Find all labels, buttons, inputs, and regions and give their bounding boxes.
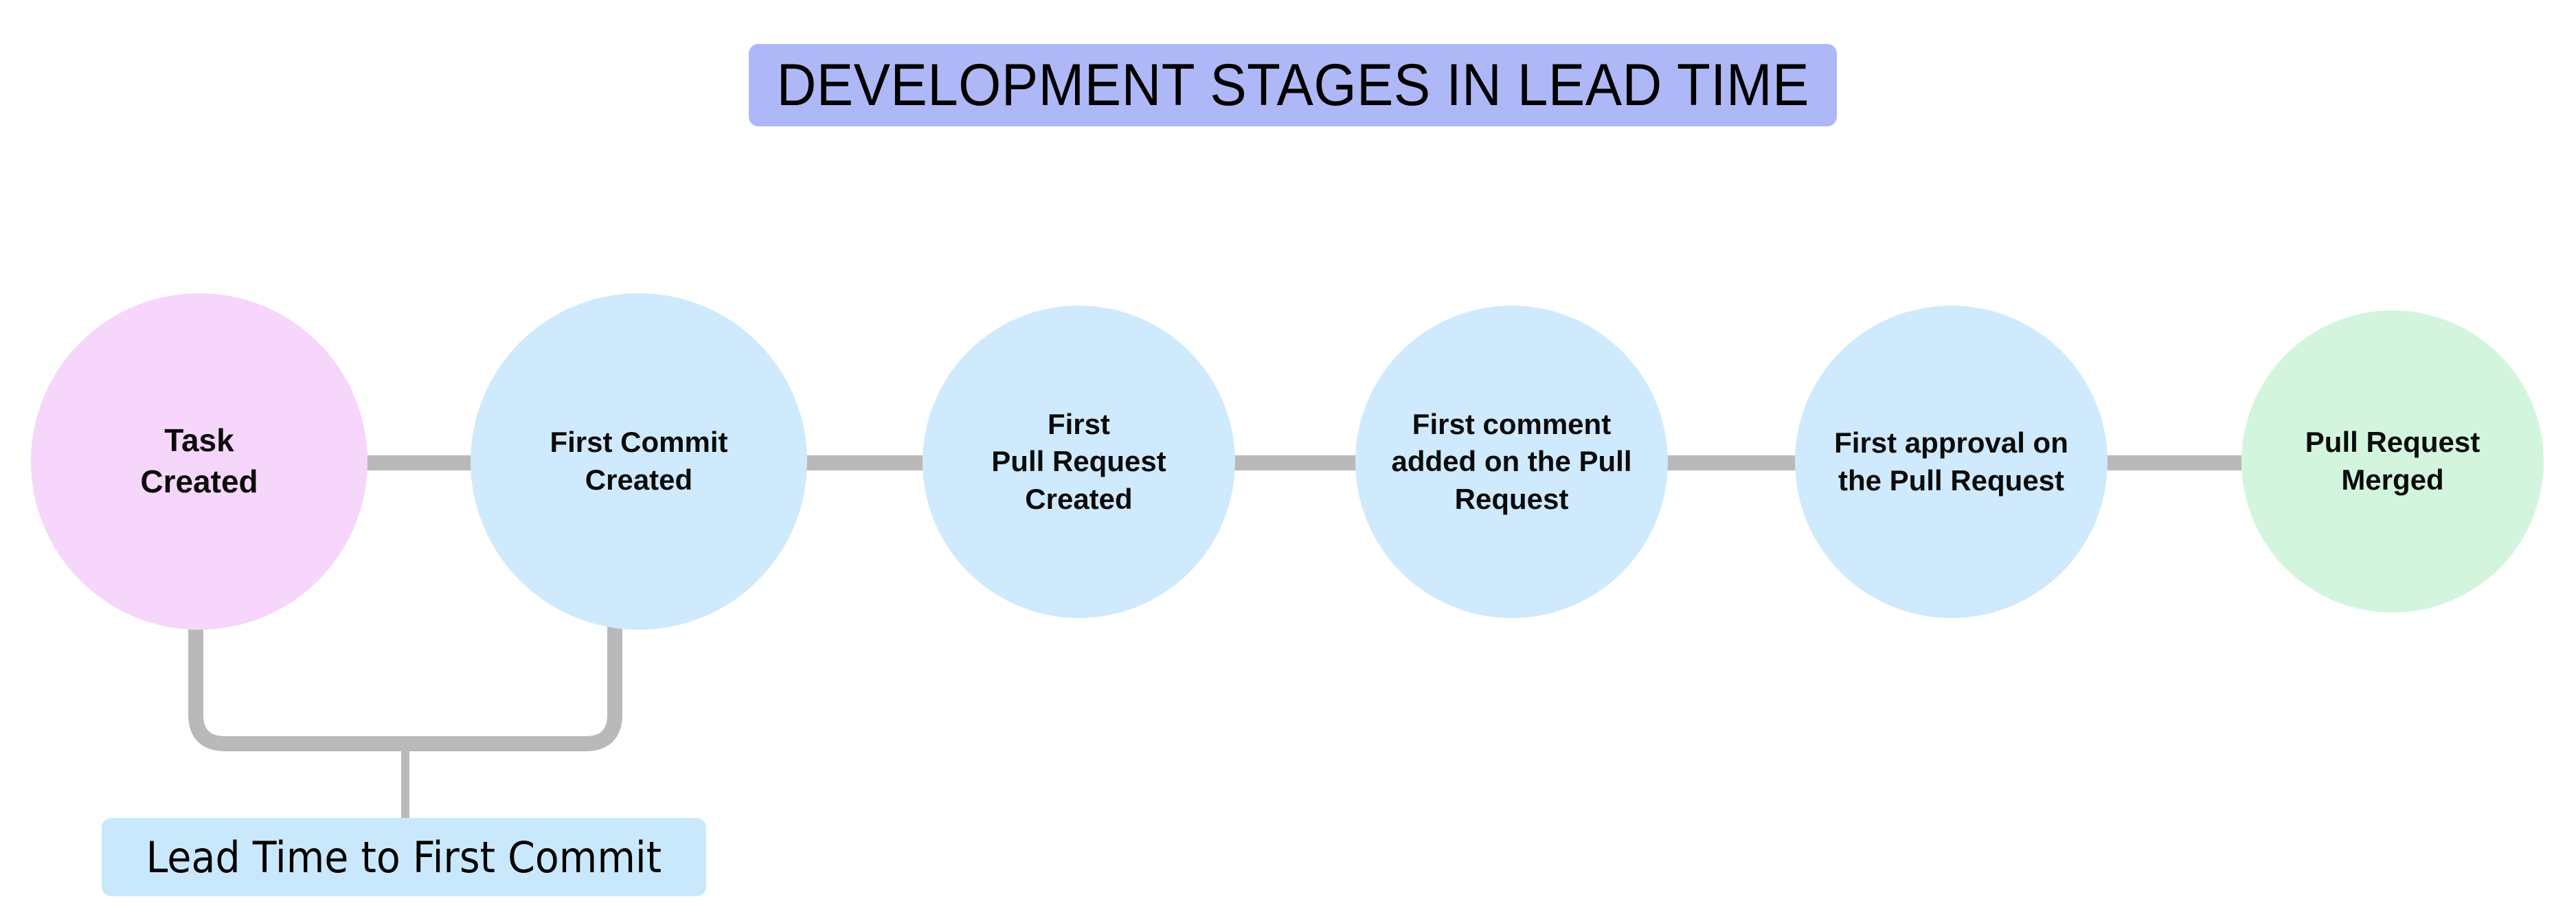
connector-first-approval-to-pull-request-merged (2101, 455, 2241, 470)
page-title: DEVELOPMENT STAGES IN LEAD TIME (776, 52, 1809, 118)
node-first-pull-request-created[interactable]: First Pull Request Created (923, 306, 1235, 618)
annotation-lead-time-to-first-commit[interactable]: Lead Time to First Commit (102, 818, 706, 896)
node-first-approval[interactable]: First approval on the Pull Request (1795, 306, 2108, 618)
lead-time-bracket (188, 604, 622, 818)
connector-first-commit-to-first-pull-request (800, 455, 927, 470)
node-label-first-pull-request-created: First Pull Request Created (991, 407, 1166, 515)
node-label-first-approval: First approval on the Pull Request (1834, 426, 2068, 497)
connector-first-comment-to-first-approval (1662, 455, 1796, 470)
annotation-label: Lead Time to First Commit (146, 832, 662, 882)
node-first-commit-created[interactable]: First Commit Created (471, 293, 807, 630)
node-pull-request-merged[interactable]: Pull Request Merged (2241, 310, 2544, 613)
node-label-pull-request-merged: Pull Request Merged (2305, 426, 2481, 496)
node-label-first-commit-created: First Commit Created (550, 426, 728, 496)
connector-task-created-to-first-commit (357, 455, 481, 470)
connector-first-pull-request-to-first-comment (1228, 455, 1359, 470)
node-label-first-comment-added: First comment added on the Pull Request (1391, 407, 1632, 515)
node-first-comment-added[interactable]: First comment added on the Pull Request (1355, 306, 1668, 618)
page-title-banner: DEVELOPMENT STAGES IN LEAD TIME (749, 44, 1837, 126)
node-task-created[interactable]: Task Created (31, 293, 368, 630)
node-label-task-created: Task Created (140, 422, 258, 499)
